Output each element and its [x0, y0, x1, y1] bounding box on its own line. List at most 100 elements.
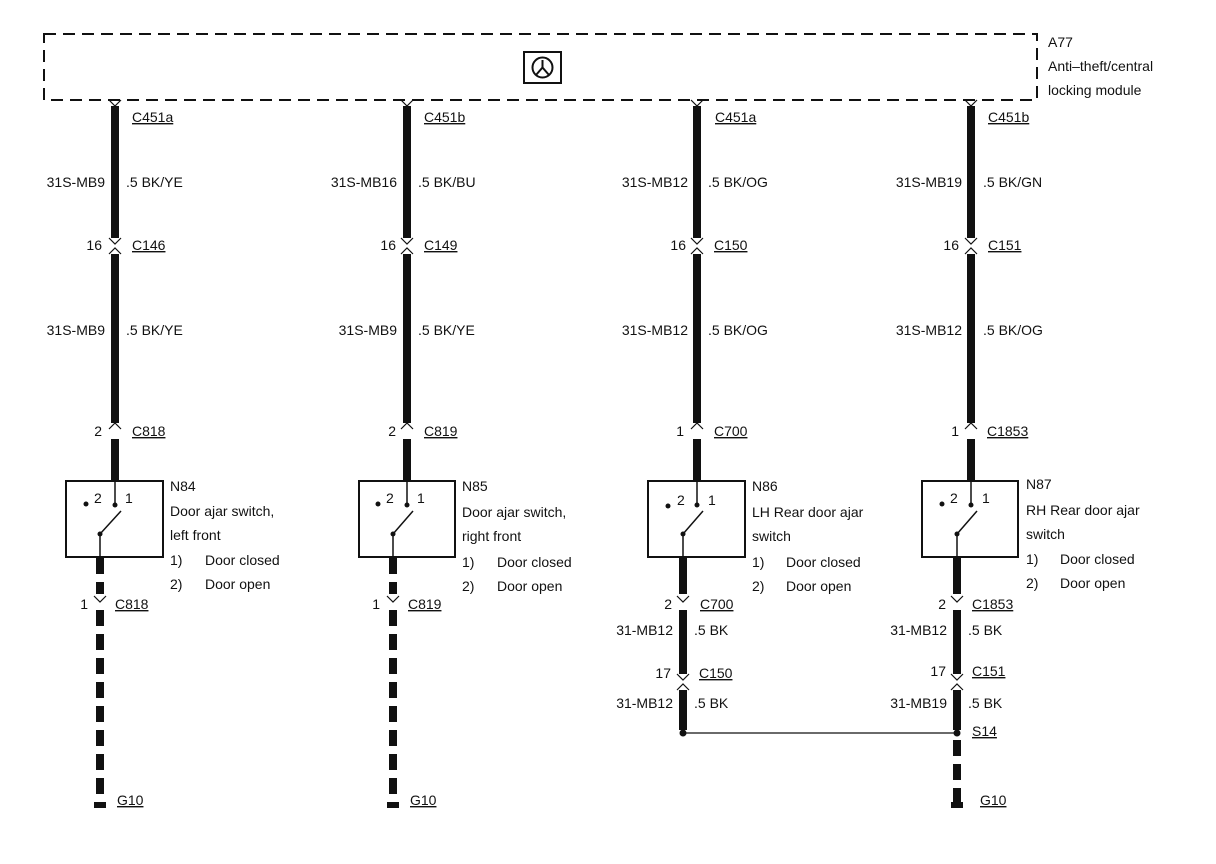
connector-label: C451b — [988, 109, 1029, 125]
connector-label: C451b — [424, 109, 465, 125]
wire-spec: .5 BK/YE — [418, 322, 475, 338]
ground-symbol — [387, 802, 399, 808]
condition-number: 2) — [752, 578, 764, 594]
wire-id: 31S-MB9 — [339, 322, 398, 338]
switch-name: switch — [752, 528, 791, 544]
switch-position: 2 — [677, 492, 685, 508]
connector-label: C818 — [132, 423, 166, 439]
condition-number: 2) — [1026, 575, 1038, 591]
connector-label: C151 — [988, 237, 1022, 253]
connector-symbol — [950, 595, 964, 603]
connector-label: C700 — [700, 596, 734, 612]
pin-number: 16 — [380, 237, 396, 253]
connector-symbol — [676, 595, 690, 603]
module-name-line2: locking module — [1048, 82, 1142, 98]
connector-label: C451a — [132, 109, 173, 125]
wire-id: 31S-MB19 — [896, 174, 962, 190]
wire-spec: .5 BK/YE — [126, 174, 183, 190]
wire-spec: .5 BK — [968, 695, 1003, 711]
connector-symbol — [950, 673, 964, 691]
connector-label: C151 — [972, 663, 1006, 679]
pin-number: 16 — [670, 237, 686, 253]
pin-number: 2 — [938, 596, 946, 612]
connector-label: C1853 — [987, 423, 1028, 439]
switch-position: 2 — [386, 490, 394, 506]
wire-id: 31-MB19 — [890, 695, 947, 711]
switch-position: 1 — [417, 490, 425, 506]
connector-label: C818 — [115, 596, 149, 612]
switch-name: left front — [170, 527, 221, 543]
control-module-icon — [523, 51, 562, 84]
connector-symbol — [93, 595, 107, 603]
wire-id: 31-MB12 — [616, 622, 673, 638]
pin-number: 1 — [676, 423, 684, 439]
switch-id: N86 — [752, 478, 778, 494]
connector-symbol — [964, 99, 978, 107]
pin-number: 2 — [388, 423, 396, 439]
condition-text: Door open — [1060, 575, 1125, 591]
wire-id: 31S-MB16 — [331, 174, 397, 190]
wire-spec: .5 BK — [968, 622, 1003, 638]
connector-label: C150 — [699, 665, 733, 681]
switch-position: 1 — [125, 490, 133, 506]
switch-position: 1 — [708, 492, 716, 508]
wire-id: 31S-MB12 — [622, 322, 688, 338]
connector-label: C146 — [132, 237, 166, 253]
condition-text: Door closed — [205, 552, 280, 568]
wire-spec: .5 BK/GN — [983, 174, 1042, 190]
condition-text: Door closed — [497, 554, 572, 570]
door-ajar-switch-rh-rear: 2 1 — [921, 480, 1019, 558]
connector-symbol — [964, 422, 978, 430]
wire-id: 31S-MB12 — [622, 174, 688, 190]
wire-id: 31-MB12 — [616, 695, 673, 711]
connector-symbol — [108, 422, 122, 430]
switch-id: N87 — [1026, 476, 1052, 492]
condition-number: 2) — [462, 578, 474, 594]
ground-label: G10 — [410, 792, 437, 808]
connector-symbol — [400, 99, 414, 107]
pin-number: 16 — [86, 237, 102, 253]
door-ajar-switch-right-front: 2 1 — [358, 480, 456, 558]
pin-number: 1 — [372, 596, 380, 612]
switch-name: right front — [462, 528, 521, 544]
connector-symbol — [108, 99, 122, 107]
connector-label: C1853 — [972, 596, 1013, 612]
connector-symbol — [400, 237, 414, 255]
wire-spec: .5 BK/BU — [418, 174, 476, 190]
wire-id: 31S-MB9 — [47, 174, 106, 190]
pin-number: 2 — [94, 423, 102, 439]
condition-number: 1) — [1026, 551, 1038, 567]
ground-label: G10 — [980, 792, 1007, 808]
connector-symbol — [690, 237, 704, 255]
switch-name: switch — [1026, 526, 1065, 542]
module-name-line1: Anti–theft/central — [1048, 58, 1153, 74]
wire-spec: .5 BK/YE — [126, 322, 183, 338]
switch-position: 1 — [982, 490, 990, 506]
connector-label: C149 — [424, 237, 458, 253]
splice-point — [953, 729, 961, 737]
switch-name: LH Rear door ajar — [752, 504, 864, 520]
ground-label: G10 — [117, 792, 144, 808]
switch-name: Door ajar switch, — [170, 503, 274, 519]
connector-label: C150 — [714, 237, 748, 253]
wire-id: 31S-MB9 — [47, 322, 106, 338]
connector-symbol — [108, 237, 122, 255]
connector-label: C700 — [714, 423, 748, 439]
connector-symbol — [676, 673, 690, 691]
pin-number: 1 — [951, 423, 959, 439]
condition-text: Door open — [497, 578, 562, 594]
wire-spec: .5 BK — [694, 695, 729, 711]
condition-text: Door closed — [1060, 551, 1135, 567]
pin-number: 16 — [943, 237, 959, 253]
connector-symbol — [400, 422, 414, 430]
module-a77: A77 Anti–theft/central locking module — [43, 33, 1153, 101]
condition-number: 1) — [170, 552, 182, 568]
switch-id: N84 — [170, 478, 196, 494]
circuit-lh-rear: C451a 31S-MB12 .5 BK/OG 16 C150 31S-MB12… — [616, 99, 864, 737]
switch-name: Door ajar switch, — [462, 504, 566, 520]
pin-number: 1 — [80, 596, 88, 612]
wire-spec: .5 BK — [694, 622, 729, 638]
wire-spec: .5 BK/OG — [708, 322, 768, 338]
switch-position: 2 — [950, 490, 958, 506]
